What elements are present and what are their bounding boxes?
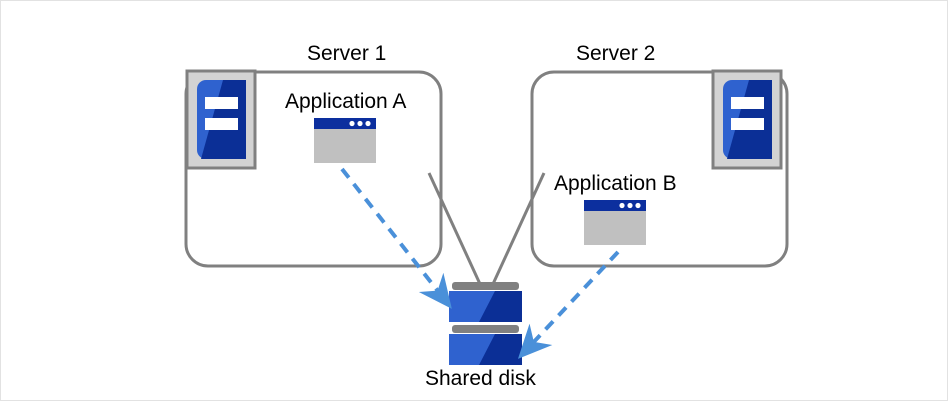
cluster-link-lines bbox=[427, 172, 546, 285]
shared-disk-icon bbox=[449, 282, 522, 365]
app-b-to-disk-arrow bbox=[517, 250, 620, 359]
server1-icon bbox=[185, 69, 257, 170]
server2-icon bbox=[711, 69, 783, 170]
shared-disk-label: Shared disk bbox=[425, 367, 536, 390]
server2-label: Server 2 bbox=[576, 42, 656, 65]
server1-label: Server 1 bbox=[307, 42, 387, 65]
app-a-window-icon bbox=[314, 118, 376, 163]
application-b-label: Application B bbox=[554, 172, 677, 195]
app-b-window-icon bbox=[584, 200, 646, 245]
application-a-label: Application A bbox=[285, 90, 407, 113]
server2-box bbox=[530, 70, 789, 268]
app-a-to-disk-arrow bbox=[340, 167, 452, 309]
